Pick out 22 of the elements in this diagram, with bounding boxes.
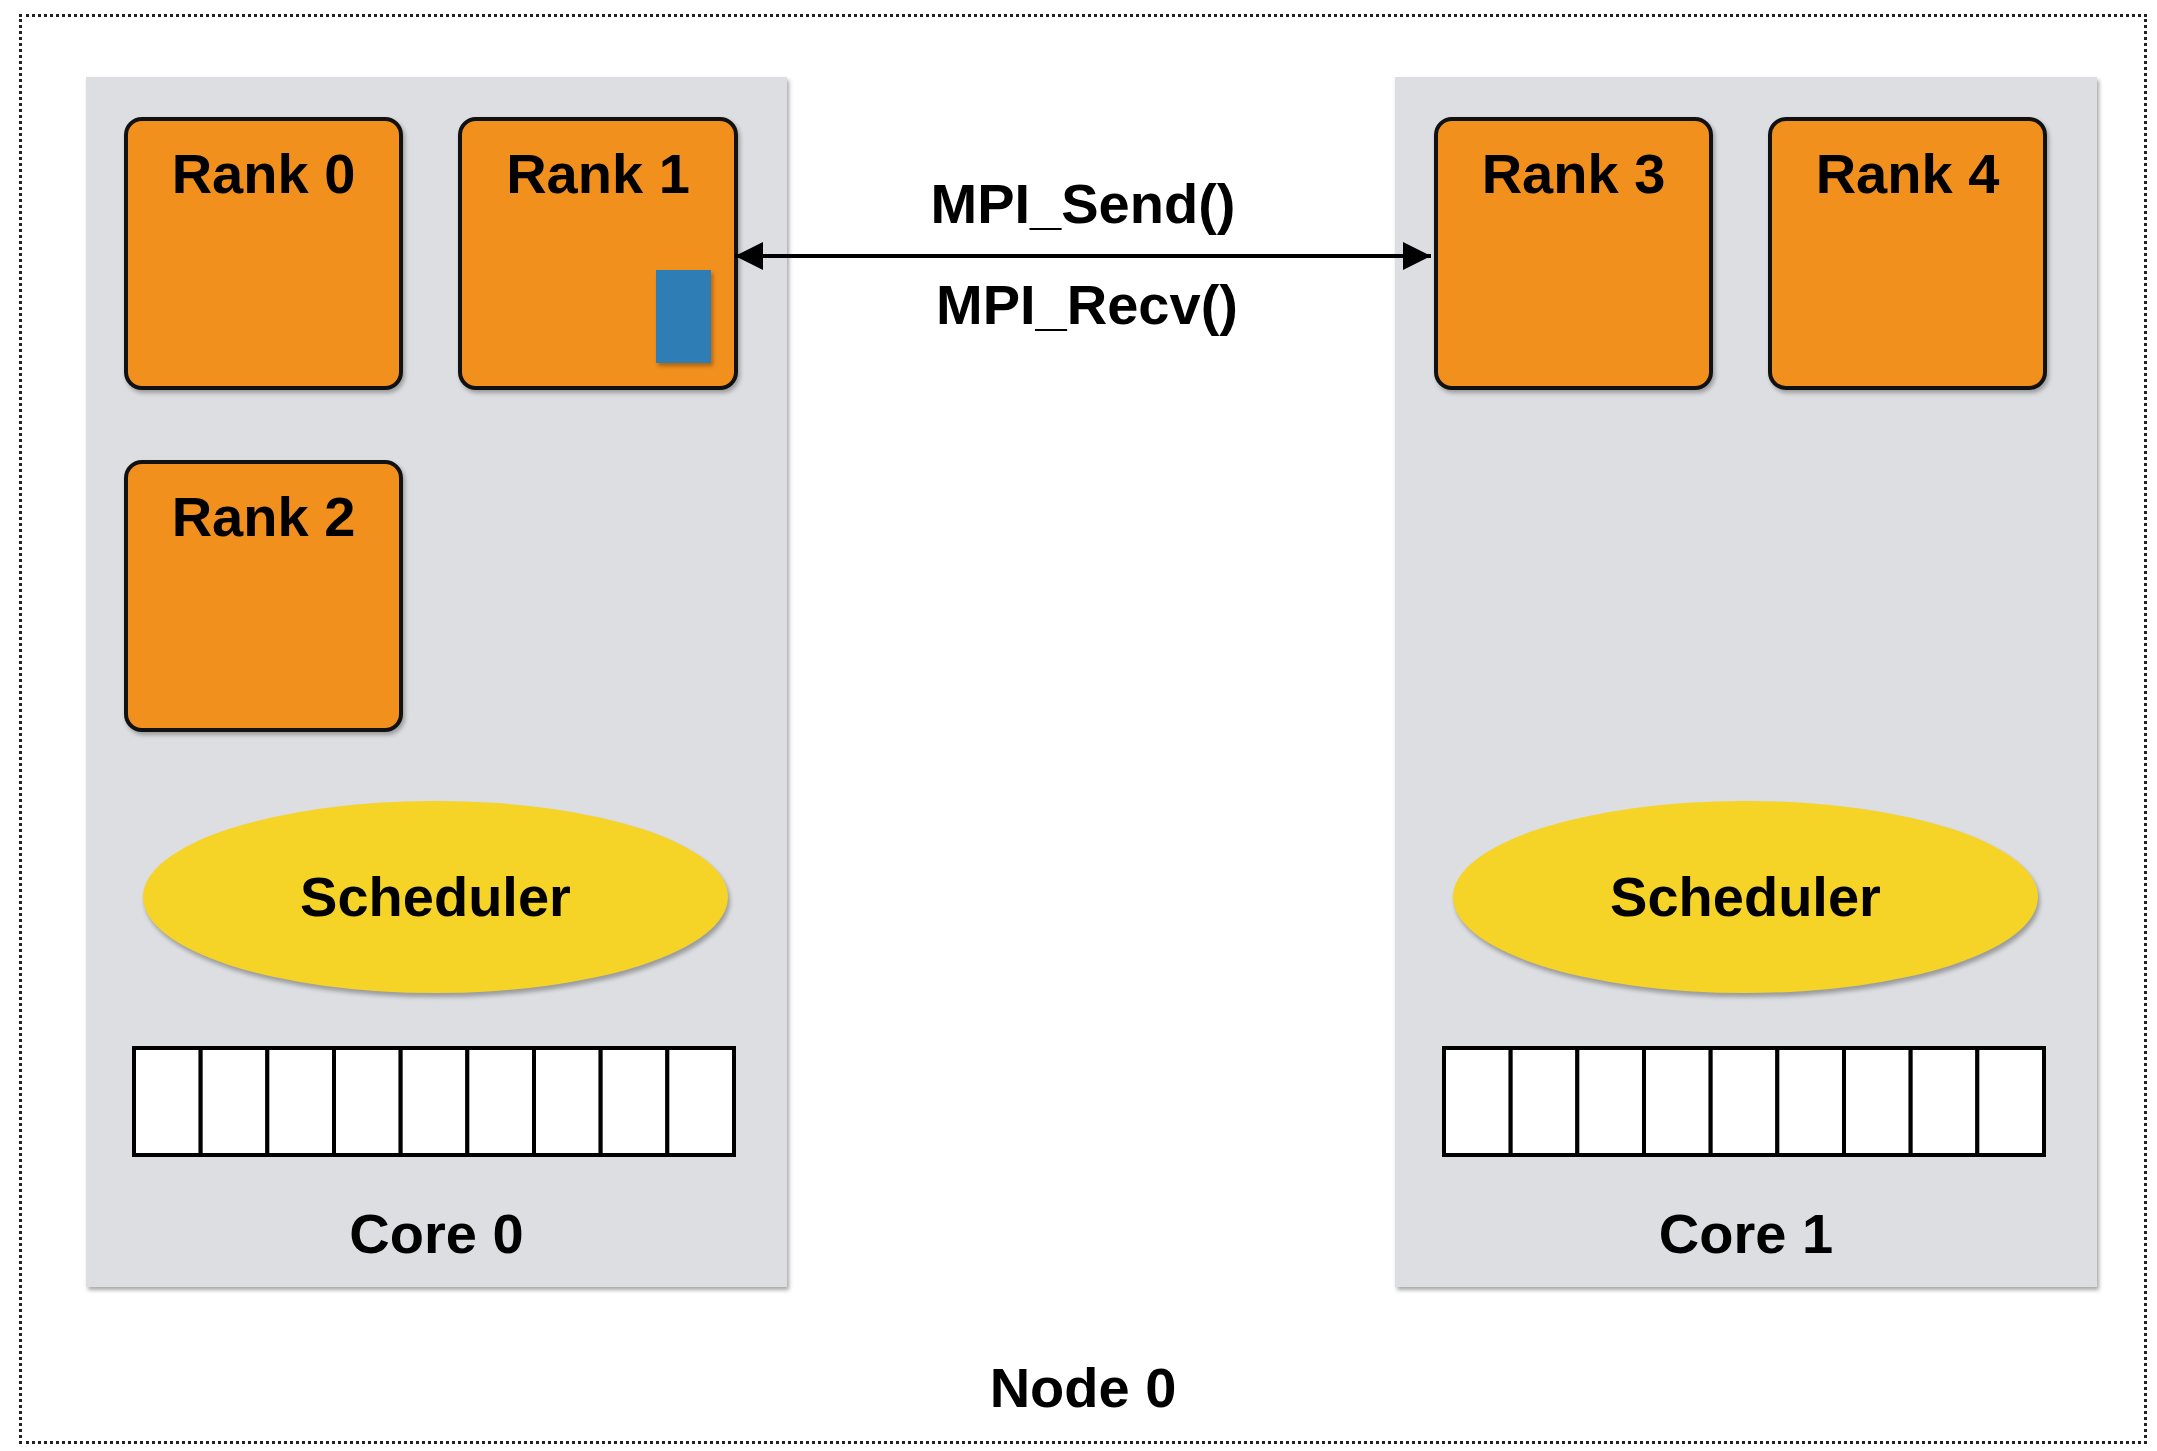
function-label: MPI_Recv(): [936, 272, 1238, 337]
double-arrow: [735, 242, 1431, 270]
core-label: Core 1: [1658, 1201, 1834, 1267]
rank-label: Rank 1: [506, 141, 690, 207]
rank-box: [458, 117, 738, 390]
message-block: [656, 270, 711, 363]
rank-label: Rank 2: [171, 484, 356, 550]
rank-box: [124, 460, 403, 732]
rank-label: Rank 4: [1815, 141, 2000, 207]
core-panel: [1395, 77, 2097, 1287]
scheduler-label: Scheduler: [1610, 864, 1881, 930]
rank-box: [1434, 117, 1713, 390]
node-label: Node 0: [989, 1355, 1177, 1421]
rank-box: [124, 117, 403, 390]
scheduler-label: Scheduler: [300, 864, 571, 930]
rank-label: Rank 0: [171, 141, 356, 207]
edge-label: MPI_Send(): [930, 171, 1236, 236]
rank-box: [1768, 117, 2047, 390]
core-panel: [86, 77, 787, 1287]
rank-label: Rank 3: [1481, 141, 1666, 207]
node-frame: [19, 14, 2147, 1444]
core-label: Core 0: [349, 1201, 524, 1267]
